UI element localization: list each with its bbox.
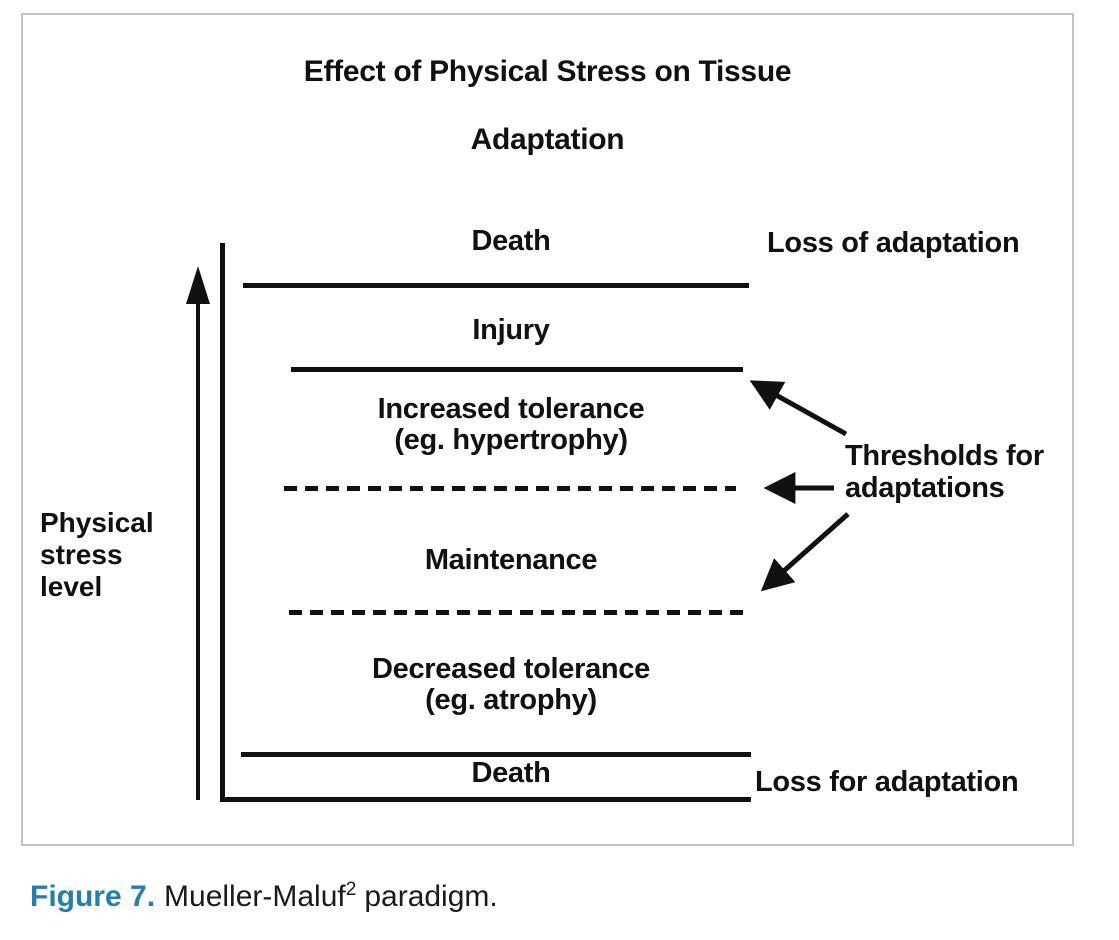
figure-caption-body: Mueller-Maluf [164, 880, 346, 913]
y-axis-label-line3: level [40, 571, 103, 602]
annotation-loss-for-adaptation: Loss for adaptation [755, 766, 1019, 798]
figure-caption: Figure 7.Mueller-Maluf2 paradigm. [30, 879, 498, 914]
zone-label-death-top: Death [471, 225, 551, 257]
diagram-title-line2: Adaptation [470, 123, 625, 156]
atrophy-threshold-dashed-line [289, 610, 743, 615]
y-axis-label-line2: stress [40, 539, 123, 570]
zone-label-increased-tolerance-line1: Increased tolerance [377, 393, 645, 425]
annotation-thresholds-line2: adaptations [845, 472, 1005, 504]
annotation-thresholds-line1: Thresholds for [845, 440, 1044, 472]
figure-caption-label: Figure 7. [30, 880, 156, 913]
zone-label-increased-tolerance-line2: (eg. hypertrophy) [394, 424, 628, 456]
zone-label-injury: Injury [472, 314, 550, 346]
death-boundary-line-bottom [241, 752, 751, 757]
x-axis-line [220, 797, 751, 802]
annotation-loss-of-adaptation: Loss of adaptation [767, 227, 1020, 259]
y-axis-label: Physical stress level [40, 507, 154, 603]
zone-label-decreased-tolerance-line1: Decreased tolerance [371, 653, 650, 685]
y-axis-label-line1: Physical [40, 507, 154, 538]
zone-label-increased-tolerance: Increased tolerance (eg. hypertrophy) [241, 394, 781, 456]
y-axis-line [220, 243, 225, 802]
annotation-thresholds-for-adaptations: Thresholds for adaptations [845, 440, 1044, 504]
diagram-title-line1: Effect of Physical Stress on Tissue [303, 55, 792, 88]
zone-label-death-bottom: Death [471, 757, 551, 789]
death-boundary-line-top [243, 283, 749, 288]
figure-caption-superscript: 2 [345, 879, 357, 900]
hypertrophy-threshold-dashed-line [284, 486, 736, 491]
zone-label-maintenance: Maintenance [424, 544, 598, 576]
figure-caption-body-end: paradigm. [364, 880, 498, 913]
zone-label-decreased-tolerance: Decreased tolerance (eg. atrophy) [241, 654, 781, 716]
injury-boundary-line [291, 367, 743, 372]
zone-label-decreased-tolerance-line2: (eg. atrophy) [425, 684, 597, 716]
